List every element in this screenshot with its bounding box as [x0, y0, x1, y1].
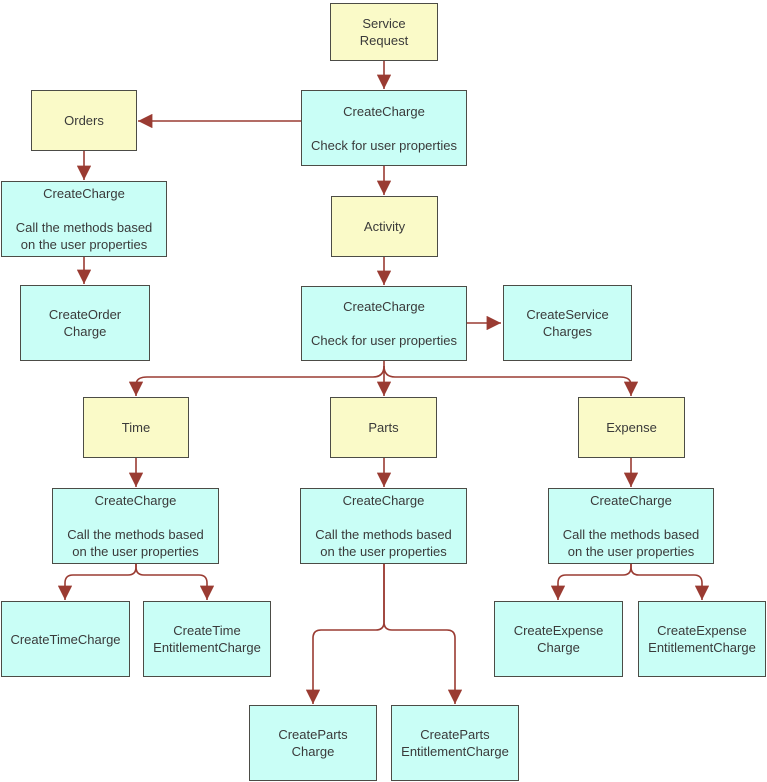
- edge-createcharge-to-createexpenseentitlementcharge: [630, 564, 710, 600]
- edge-createcharge-to-expense: [383, 365, 639, 396]
- node-createcharge-parts: CreateCharge Call the methods based on t…: [300, 488, 467, 564]
- node-createtime-charge: CreateTimeCharge: [1, 601, 130, 677]
- edge-createcharge-to-createpartscharge: [305, 564, 385, 704]
- node-service-request: Service Request: [330, 3, 438, 61]
- node-createcharge-activity: CreateCharge Check for user properties: [301, 286, 467, 361]
- node-parts: Parts: [330, 397, 437, 458]
- node-createcharge-time: CreateCharge Call the methods based on t…: [52, 488, 219, 564]
- node-createtime-entitlementcharge: CreateTime EntitlementCharge: [143, 601, 271, 677]
- node-createcharge-orders: CreateCharge Call the methods based on t…: [1, 181, 167, 257]
- edge-createcharge-to-createtimecharge: [57, 564, 137, 600]
- node-time: Time: [83, 397, 189, 458]
- node-expense: Expense: [578, 397, 685, 458]
- node-createorder-charge: CreateOrder Charge: [20, 285, 150, 361]
- node-createservice-charges: CreateService Charges: [503, 285, 632, 361]
- node-createcharge-service-request: CreateCharge Check for user properties: [301, 90, 467, 166]
- node-createparts-entitlementcharge: CreateParts EntitlementCharge: [391, 705, 519, 781]
- edge-createcharge-to-createpartsentitlementcharge: [383, 564, 463, 704]
- edge-createcharge-to-time: [128, 365, 385, 396]
- node-createparts-charge: CreateParts Charge: [249, 705, 377, 781]
- node-createexpense-charge: CreateExpense Charge: [494, 601, 623, 677]
- node-createexpense-entitlementcharge: CreateExpense EntitlementCharge: [638, 601, 766, 677]
- node-createcharge-expense: CreateCharge Call the methods based on t…: [548, 488, 714, 564]
- edge-createcharge-to-createtimeentitlementcharge: [135, 564, 215, 600]
- edge-createcharge-to-createexpensecharge: [550, 564, 632, 600]
- node-activity: Activity: [331, 196, 438, 257]
- node-orders: Orders: [31, 90, 137, 151]
